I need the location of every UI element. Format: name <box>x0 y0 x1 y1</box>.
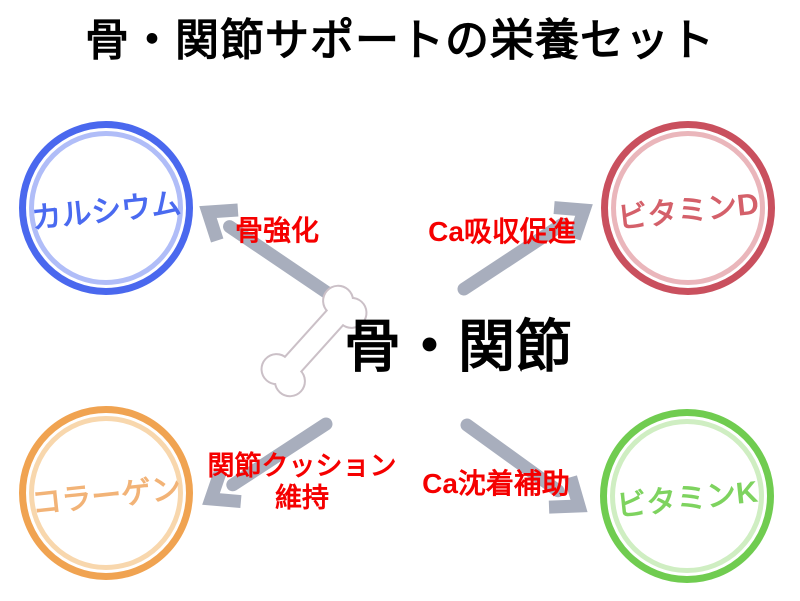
arrow-to-calcium-head <box>199 203 239 243</box>
center-topic-label: 骨・関節 <box>344 315 572 379</box>
arrow-label-ca-absorption: Ca吸収促進 <box>428 216 576 247</box>
node-calcium-inner-ring: カルシウム <box>29 131 183 285</box>
arrow-to-vitamin-d-shaft <box>457 217 569 296</box>
node-calcium: カルシウム <box>19 121 193 295</box>
page-title: 骨・関節サポートの栄養セット <box>85 16 715 65</box>
node-collagen-inner-ring: コラーゲン <box>29 416 183 570</box>
arrow-to-collagen-head <box>202 468 242 509</box>
node-vitamin-k-inner-ring: ビタミンK <box>610 419 764 573</box>
node-vitamin-d-inner-ring: ビタミンD <box>611 131 765 285</box>
node-vitamin-k: ビタミンK <box>600 409 774 583</box>
node-vitamin-d: ビタミンD <box>601 121 775 295</box>
arrow-to-collagen-shaft <box>226 417 333 492</box>
arrow-to-calcium-shaft <box>223 220 339 303</box>
arrow-label-ca-deposition: Ca沈着補助 <box>422 468 570 499</box>
arrow-to-vitamin-k-shaft <box>460 418 565 498</box>
arrow-to-vitamin-k-head <box>548 475 588 514</box>
arrow-label-joint-cushion: 関節クッション 維持 <box>207 451 397 514</box>
node-vitamin-d-label: ビタミンD <box>616 187 761 236</box>
node-collagen: コラーゲン <box>19 406 193 580</box>
arrow-layer <box>199 201 593 514</box>
arrow-label-bone-strengthening: 骨強化 <box>234 215 319 246</box>
node-collagen-label: コラーゲン <box>30 472 183 521</box>
arrow-to-vitamin-d-head <box>553 201 593 241</box>
node-vitamin-k-label: ビタミンK <box>615 475 760 524</box>
node-calcium-label: カルシウム <box>30 187 183 236</box>
